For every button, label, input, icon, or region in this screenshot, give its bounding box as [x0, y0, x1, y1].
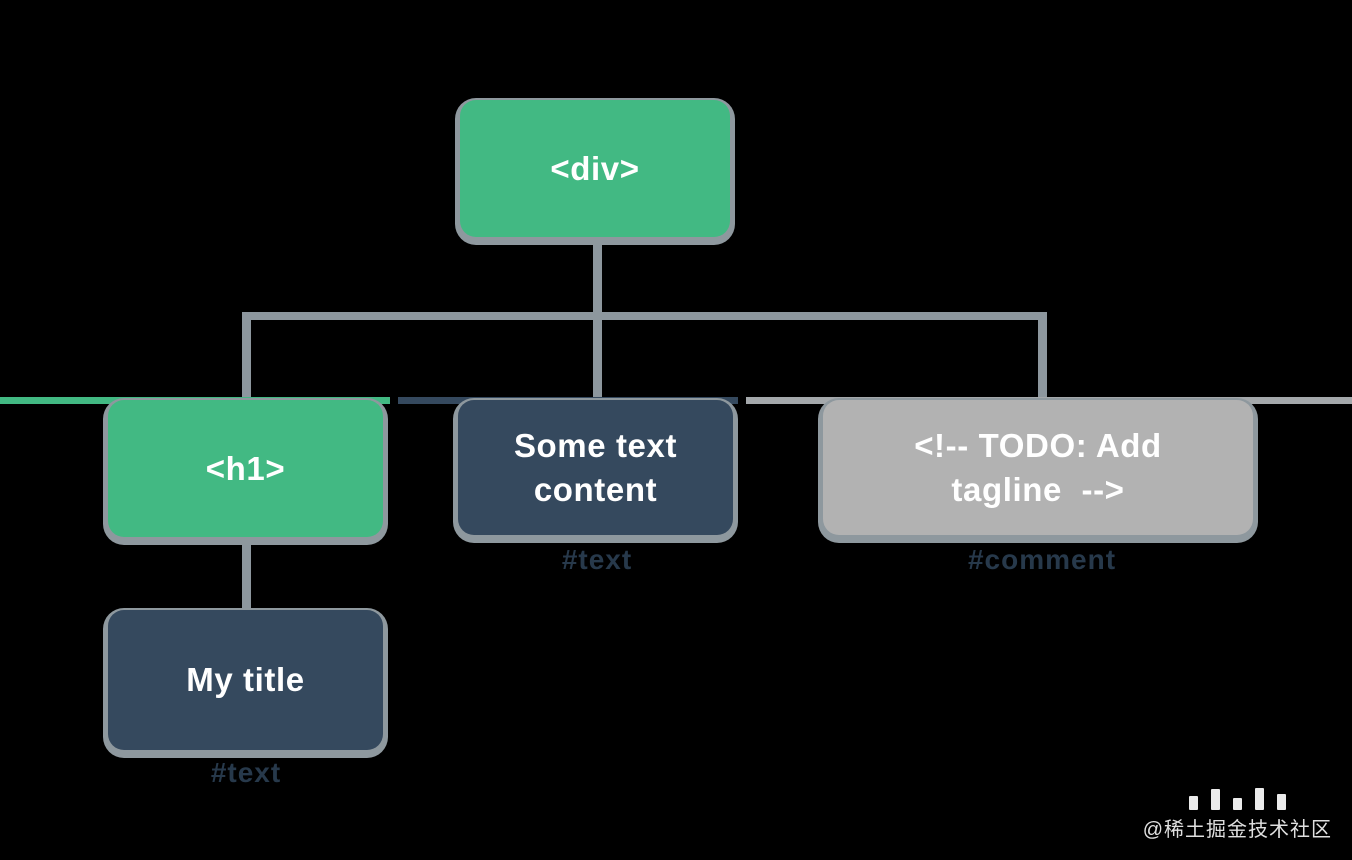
node-my-title-label: My title [186, 661, 305, 698]
node-h1: <h1> [108, 400, 383, 537]
logo-bar [1210, 789, 1220, 810]
watermark-text: @稀土掘金技术社区 [1142, 819, 1332, 841]
edge-drop-comment [1038, 312, 1047, 400]
logo-bar [1254, 788, 1264, 810]
logo-bar [1276, 794, 1286, 810]
logo-bar [1232, 798, 1242, 810]
node-comment-label: <!-- TODO: Add tagline --> [914, 426, 1162, 508]
edge-children-horizontal [242, 312, 1047, 320]
node-my-title: My title [108, 610, 383, 750]
node-div: <div> [460, 100, 730, 237]
node-text: Some text content [458, 400, 733, 535]
node-text-label: Some text content [513, 426, 678, 508]
node-div-label: <div> [550, 149, 640, 187]
edge-h1-to-title [242, 535, 251, 615]
logo-bar [1188, 796, 1198, 810]
edge-drop-h1 [242, 312, 251, 400]
watermark: @稀土掘金技术社区 [1143, 786, 1332, 842]
type-label-title-text: #text [210, 757, 282, 788]
juejin-logo-partial-icon [1179, 786, 1296, 810]
node-h1-label: <h1> [205, 449, 286, 487]
type-label-comment: #comment [967, 544, 1117, 575]
type-label-text: #text [561, 544, 633, 575]
node-comment: <!-- TODO: Add tagline --> [823, 400, 1253, 535]
